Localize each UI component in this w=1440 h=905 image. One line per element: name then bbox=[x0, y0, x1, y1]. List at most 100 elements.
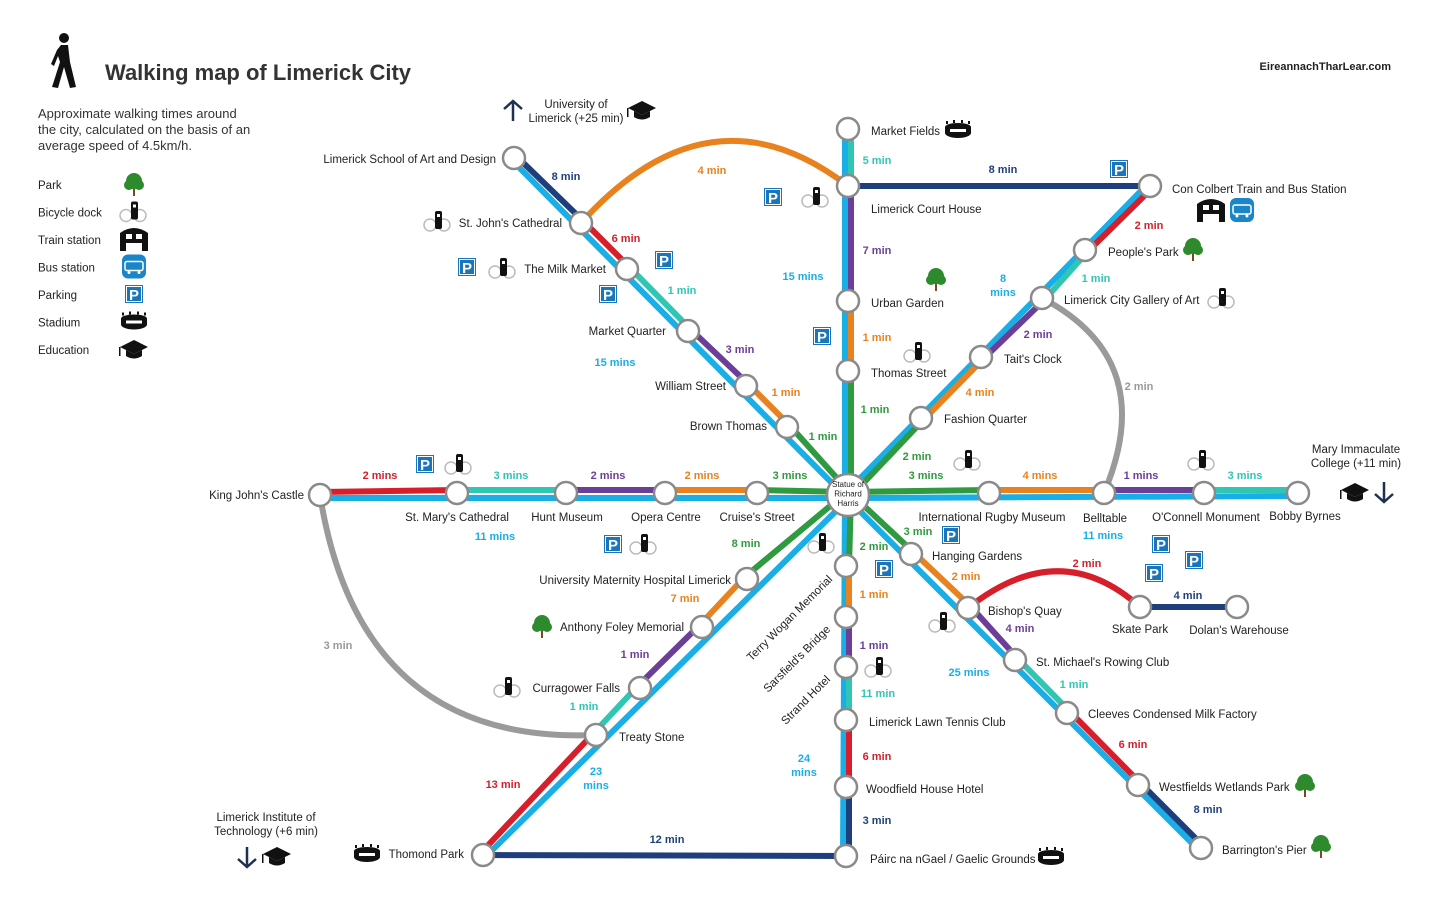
total-time-part: mins bbox=[990, 287, 1016, 299]
stadium-icon bbox=[944, 119, 972, 139]
station-bq[interactable] bbox=[955, 595, 981, 621]
station-tc[interactable] bbox=[968, 344, 994, 370]
station-af[interactable] bbox=[689, 614, 715, 640]
segment-time-label: 2 mins bbox=[591, 470, 626, 482]
connection-line-bq-sk bbox=[966, 568, 1143, 611]
station-bb[interactable] bbox=[1285, 480, 1311, 506]
external-destination-line: College (+11 min) bbox=[1311, 458, 1401, 470]
station-hm[interactable] bbox=[553, 480, 579, 506]
segment-time-label: 3 mins bbox=[773, 470, 808, 482]
segment-time-label: 1 min bbox=[1060, 679, 1089, 691]
legend-label: Bus station bbox=[38, 263, 95, 275]
station-oc[interactable] bbox=[652, 480, 678, 506]
tree-icon bbox=[1295, 774, 1315, 797]
station-ts[interactable] bbox=[835, 358, 861, 384]
segment-time-label: 1 min bbox=[1082, 273, 1111, 285]
station-tp[interactable] bbox=[470, 842, 496, 868]
station-label-lt: Limerick Lawn Tennis Club bbox=[869, 717, 1006, 729]
education-icon bbox=[1340, 483, 1369, 502]
bike-icon bbox=[953, 449, 981, 471]
connection-time-label: 12 min bbox=[650, 834, 685, 846]
station-wf[interactable] bbox=[1125, 772, 1151, 798]
parking-icon bbox=[941, 525, 961, 546]
segment-time-label: 1 min bbox=[861, 404, 890, 416]
bike-icon bbox=[928, 611, 956, 633]
total-time-part: 24 bbox=[798, 753, 811, 765]
segment-time-label: 1 min bbox=[860, 640, 889, 652]
station-sj[interactable] bbox=[568, 210, 594, 236]
segment-time-label: 2 min bbox=[903, 451, 932, 463]
station-lt[interactable] bbox=[833, 707, 859, 733]
station-bel[interactable] bbox=[1091, 480, 1117, 506]
station-tw[interactable] bbox=[833, 553, 859, 579]
segment-time-label: 1 min bbox=[570, 701, 599, 713]
station-mq[interactable] bbox=[675, 318, 701, 344]
total-time-label: 11 mins bbox=[475, 531, 515, 543]
arrow-down-icon bbox=[1373, 480, 1395, 504]
station-label-pp: People's Park bbox=[1108, 247, 1179, 259]
segment-time-label: 1 min bbox=[668, 285, 697, 297]
station-cc[interactable] bbox=[1137, 173, 1163, 199]
station-smc[interactable] bbox=[444, 480, 470, 506]
station-cl[interactable] bbox=[1054, 700, 1080, 726]
station-hg[interactable] bbox=[898, 541, 924, 567]
station-ws[interactable] bbox=[733, 373, 759, 399]
station-ug[interactable] bbox=[835, 288, 861, 314]
station-center[interactable] bbox=[825, 472, 871, 518]
segment-time-label: 2 mins bbox=[363, 470, 398, 482]
station-kjc[interactable] bbox=[307, 482, 333, 508]
station-label-sk: Skate Park bbox=[1112, 624, 1168, 636]
route-segment bbox=[1014, 655, 1072, 713]
arrow-up-icon bbox=[502, 99, 524, 123]
station-tst[interactable] bbox=[583, 722, 609, 748]
station-um[interactable] bbox=[734, 566, 760, 592]
station-mm[interactable] bbox=[614, 256, 640, 282]
station-wh[interactable] bbox=[833, 774, 859, 800]
station-lch[interactable] bbox=[835, 173, 861, 199]
station-irm[interactable] bbox=[976, 480, 1002, 506]
bike-icon bbox=[488, 257, 516, 279]
station-label-hm: Hunt Museum bbox=[531, 512, 603, 524]
station-fq[interactable] bbox=[908, 405, 934, 431]
station-cs[interactable] bbox=[744, 480, 770, 506]
station-ocm[interactable] bbox=[1191, 480, 1217, 506]
station-label-lch: Limerick Court House bbox=[871, 204, 982, 216]
station-mf[interactable] bbox=[835, 116, 861, 142]
station-smr[interactable] bbox=[1002, 647, 1028, 673]
segment-time-label: 6 min bbox=[612, 233, 641, 245]
segment-time-label: 7 min bbox=[863, 245, 892, 257]
connection-time-label: 2 min bbox=[1125, 381, 1154, 393]
station-pp[interactable] bbox=[1072, 237, 1098, 263]
bike-icon bbox=[629, 533, 657, 555]
route-segment bbox=[1066, 708, 1143, 785]
tree-icon bbox=[124, 173, 144, 196]
station-label-af: Anthony Foley Memorial bbox=[560, 622, 684, 634]
station-bp[interactable] bbox=[1188, 835, 1214, 861]
education-icon bbox=[627, 101, 656, 120]
station-ga[interactable] bbox=[1029, 285, 1055, 311]
station-lsad[interactable] bbox=[501, 145, 527, 171]
center-station-label: Richard bbox=[834, 490, 862, 499]
station-dw[interactable] bbox=[1224, 594, 1250, 620]
route-line-total-e bbox=[847, 493, 1299, 501]
station-pg[interactable] bbox=[833, 843, 859, 869]
station-bt[interactable] bbox=[774, 414, 800, 440]
bike-icon bbox=[119, 200, 147, 223]
total-time-label: 8 mins bbox=[990, 273, 1016, 299]
station-label-mm: The Milk Market bbox=[524, 264, 607, 276]
station-label-tst: Treaty Stone bbox=[619, 732, 684, 744]
station-cf[interactable] bbox=[627, 675, 653, 701]
station-sk[interactable] bbox=[1127, 594, 1153, 620]
station-sb[interactable] bbox=[833, 604, 859, 630]
total-time-part: 8 bbox=[1000, 273, 1006, 285]
segment-time-label: 3 mins bbox=[494, 470, 529, 482]
total-time-part: mins bbox=[791, 767, 817, 779]
station-label-cs: Cruise's Street bbox=[719, 512, 795, 524]
segment-time-label: 2 mins bbox=[685, 470, 720, 482]
station-label-um: University Maternity Hospital Limerick bbox=[539, 575, 731, 587]
segment-time-label: 3 mins bbox=[1228, 470, 1263, 482]
station-sh[interactable] bbox=[833, 654, 859, 680]
